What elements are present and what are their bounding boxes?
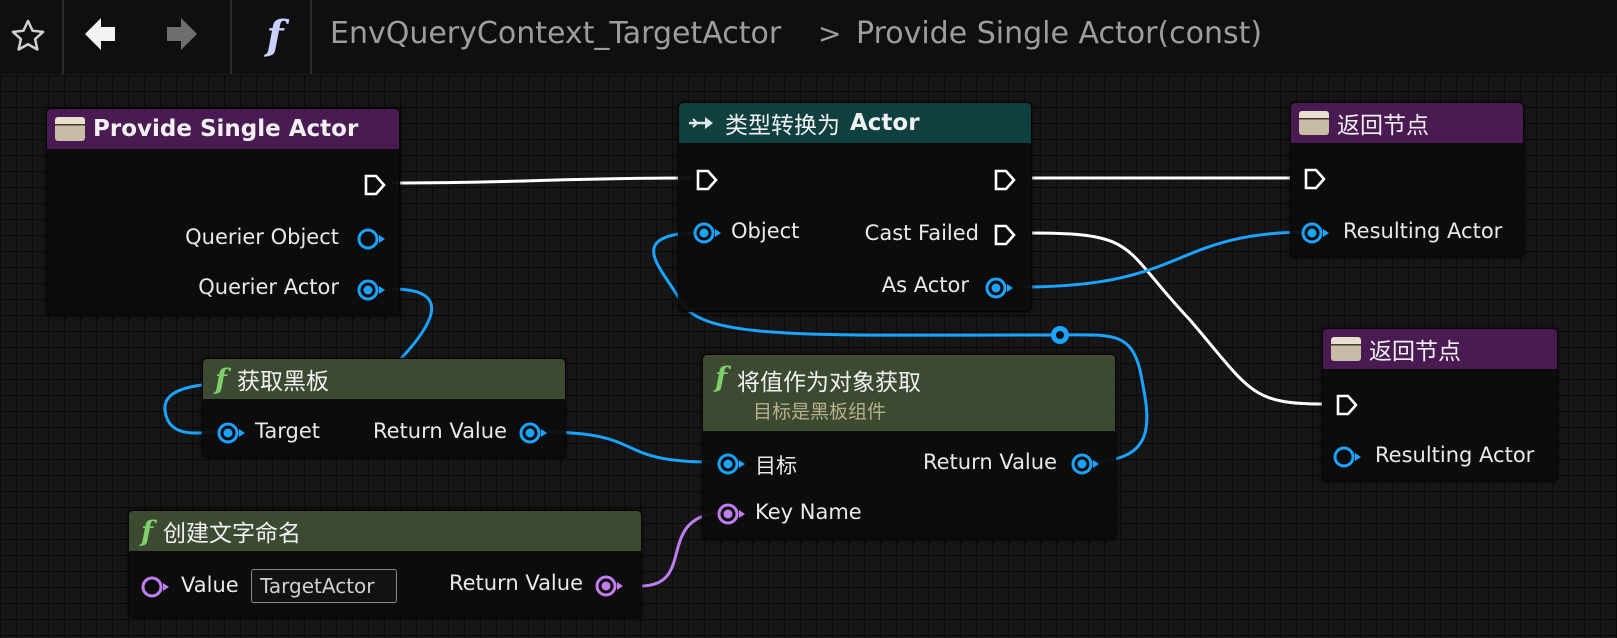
node-header: 返回节点 [1291, 103, 1523, 143]
node-return-2[interactable]: 返回节点 Resulting Actor [1322, 328, 1558, 482]
return-node-icon [1299, 111, 1329, 135]
name-pin-out[interactable] [595, 574, 625, 598]
node-subtitle: 目标是黑板组件 [753, 401, 887, 423]
pin-label-object: Object [731, 219, 800, 243]
node-title: 将值作为对象获取 [737, 370, 922, 396]
breadcrumb-separator: > [818, 17, 842, 50]
node-header: 类型转换为 Actor [679, 103, 1031, 143]
name-pin-in[interactable] [717, 502, 747, 526]
node-get-value-as-object[interactable]: f 将值作为对象获取 目标是黑板组件 目标 Return Value Key N… [702, 354, 1116, 540]
pin-label-as-actor: As Actor [881, 273, 969, 297]
exec-in-pin[interactable] [1335, 393, 1359, 417]
node-header: Provide Single Actor [47, 109, 399, 149]
pin-label-return-value: Return Value [372, 419, 507, 443]
pin-label-querier-object: Querier Object [185, 225, 339, 249]
function-icon: f [266, 11, 284, 59]
node-title: 获取黑板 [237, 369, 330, 395]
pin-label-value: Value [181, 573, 239, 597]
pin-label-key-name: Key Name [755, 500, 862, 524]
pin-label-resulting-actor: Resulting Actor [1343, 219, 1503, 243]
pin-label-resulting-actor: Resulting Actor [1375, 443, 1535, 467]
object-pin-in[interactable] [1301, 221, 1331, 245]
node-title: 创建文字命名 [163, 521, 302, 547]
breadcrumb-graph-name[interactable]: EnvQueryContext_TargetActor [330, 16, 782, 51]
star-icon[interactable] [8, 16, 48, 56]
node-return-1[interactable]: 返回节点 Resulting Actor [1290, 102, 1524, 258]
node-title: Provide Single Actor [93, 116, 359, 142]
node-make-literal-name[interactable]: f 创建文字命名 Value TargetActor Return Value [128, 510, 642, 618]
graph-toolbar: f EnvQueryContext_TargetActor > Provide … [0, 0, 1617, 75]
breadcrumb-function-name[interactable]: Provide Single Actor(const) [856, 16, 1263, 51]
function-icon: f [215, 362, 228, 396]
pin-label-cast-failed: Cast Failed [864, 221, 979, 245]
node-get-blackboard[interactable]: f 获取黑板 Target Return Value [202, 358, 566, 458]
node-header: f 创建文字命名 [129, 511, 641, 551]
name-pin-in[interactable] [141, 575, 171, 599]
object-pin-in[interactable] [217, 421, 247, 445]
pin-label-querier-actor: Querier Actor [198, 275, 339, 299]
node-title: 类型转换为 [725, 113, 840, 139]
pin-label-return-value: Return Value [448, 571, 583, 595]
pin-label-target: Target [255, 419, 320, 443]
object-pin-in[interactable] [1333, 445, 1363, 469]
pin-label-return-value: Return Value [922, 450, 1057, 474]
object-pin-out[interactable] [519, 421, 549, 445]
forward-arrow-icon[interactable] [160, 12, 202, 56]
node-provide-single-actor[interactable]: Provide Single Actor Querier Object Quer… [46, 108, 400, 316]
value-input[interactable]: TargetActor [251, 569, 397, 603]
function-icon: f [715, 361, 728, 394]
function-icon: f [141, 514, 154, 548]
node-title-type: Actor [850, 110, 920, 136]
node-title: 返回节点 [1337, 113, 1429, 139]
node-cast-to-actor[interactable]: 类型转换为 Actor Object Cast Failed As Actor [678, 102, 1032, 312]
back-arrow-icon[interactable] [80, 12, 122, 56]
exec-in-pin[interactable] [695, 168, 719, 192]
object-pin-in[interactable] [717, 452, 747, 476]
object-pin-out[interactable] [985, 276, 1015, 300]
pin-label-target: 目标 [755, 454, 797, 478]
object-pin-out[interactable] [357, 278, 387, 302]
exec-out-pin[interactable] [993, 168, 1017, 192]
object-pin-out[interactable] [1071, 452, 1101, 476]
cast-arrow-icon [689, 117, 713, 129]
exec-out-pin[interactable] [993, 223, 1017, 247]
exec-out-pin[interactable] [363, 173, 387, 197]
exec-in-pin[interactable] [1303, 167, 1327, 191]
node-header: 返回节点 [1323, 329, 1557, 369]
return-node-icon [1331, 337, 1361, 361]
function-entry-icon [55, 117, 85, 141]
node-title: 返回节点 [1369, 339, 1461, 365]
object-pin-out[interactable] [357, 227, 387, 251]
node-header: f 获取黑板 [203, 359, 565, 399]
object-pin-in[interactable] [693, 221, 723, 245]
